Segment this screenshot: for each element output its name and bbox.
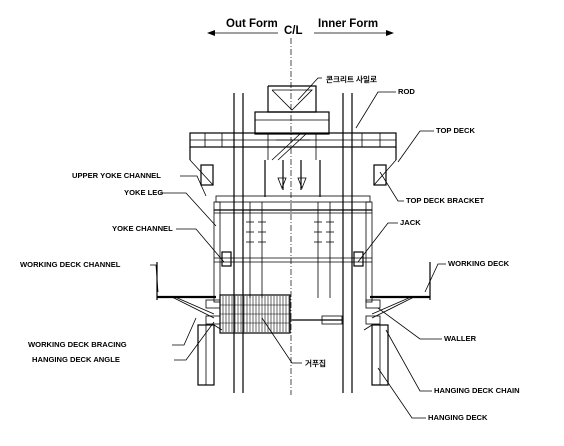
header: Out Form C/L Inner Form — [207, 18, 394, 37]
yoke-leg-right — [365, 201, 373, 303]
upper-yoke-channel-label: UPPER YOKE CHANNEL — [72, 171, 161, 180]
working-deck-bracing-left — [171, 296, 215, 319]
centerline-label: C/L — [284, 25, 303, 37]
waller-right — [365, 299, 381, 309]
concrete-chute — [254, 85, 330, 161]
top-deck-bracket-left — [200, 164, 214, 186]
out-form-label: Out Form — [226, 18, 278, 30]
upper-yoke — [215, 160, 371, 203]
form-panel — [219, 294, 343, 334]
inner-form-label: Inner Form — [318, 18, 378, 30]
waller-label: WALLER — [444, 334, 477, 343]
chute-hopper — [271, 89, 313, 111]
working-deck-bracing-right — [371, 296, 415, 319]
hanging-deck-chain-label: HANGING DECK CHAIN — [434, 386, 520, 395]
leaders — [150, 77, 446, 419]
upper-yoke-channel — [215, 195, 371, 203]
inner-form-arrowhead — [386, 30, 394, 36]
form-panel-label: 거푸집 — [305, 358, 326, 368]
hanging-deck-angle-label: HANGING DECK ANGLE — [32, 355, 120, 364]
yoke-assembly — [213, 201, 373, 303]
hanging-deck-label: HANGING DECK — [428, 413, 488, 422]
top-deck-bracket-label: TOP DECK BRACKET — [406, 196, 485, 205]
jack-label: JACK — [400, 218, 421, 227]
working-deck-bracing-label: WORKING DECK BRACING — [28, 340, 127, 349]
wall-lines — [233, 93, 353, 393]
jack-right — [353, 251, 364, 267]
top-deck — [189, 132, 397, 186]
working-deck-label: WORKING DECK — [448, 259, 510, 268]
yoke-leg-left — [213, 201, 221, 303]
yoke-channel-label: YOKE CHANNEL — [112, 224, 173, 233]
out-form-arrowhead — [207, 30, 215, 36]
chute-frame — [254, 111, 330, 135]
concrete-chute-label: 콘크리트 사일로 — [326, 74, 377, 84]
rod-label: ROD — [398, 87, 415, 96]
labels: 콘크리트 사일로 ROD TOP DECK TOP DECK BRACKET U… — [20, 74, 520, 422]
hanging-decks — [197, 324, 389, 386]
top-deck-label: TOP DECK — [436, 126, 475, 135]
yoke-leg-label: YOKE LEG — [124, 188, 163, 197]
working-decks — [156, 262, 431, 319]
jack-left — [221, 251, 232, 267]
hanging-deck-angle-left — [213, 324, 223, 331]
top-deck-bracket-right — [373, 164, 387, 186]
working-deck-channel-label: WORKING DECK CHANNEL — [20, 260, 121, 269]
